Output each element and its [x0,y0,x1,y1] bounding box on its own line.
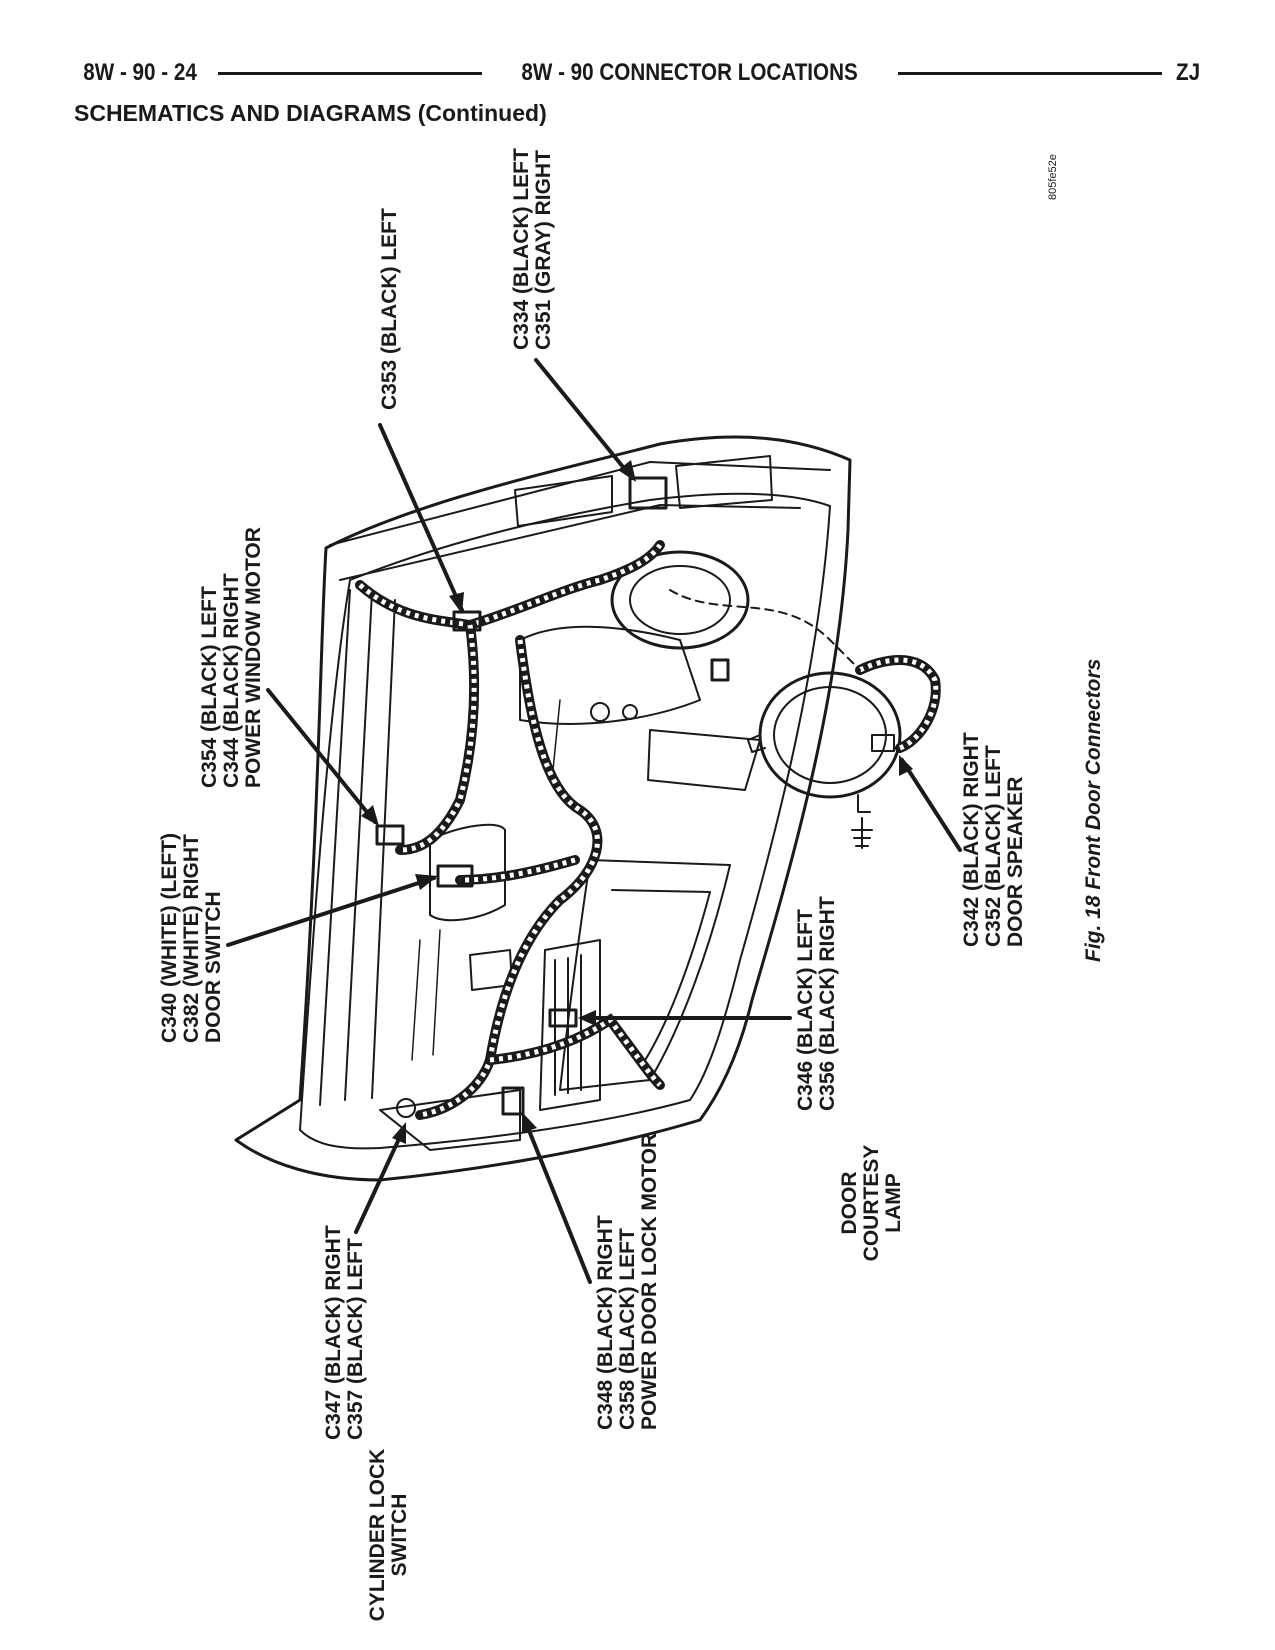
callout-c348-line1: C348 (BLACK) RIGHT [594,1215,617,1430]
panel-hatch [411,699,561,1061]
section-title: SCHEMATICS AND DIAGRAMS (Continued) [74,100,547,126]
speaker-opening-inner [629,565,731,635]
upper-trim-box-right [675,455,773,509]
lower-bracket [379,1089,521,1151]
callout-c348-line3: POWER DOOR LOCK MOTOR [638,1133,661,1430]
map-pocket-inner [611,889,711,1066]
leader-c340 [226,876,436,947]
panel-stamping-upper [519,625,701,725]
harness-lower-branch [485,1013,665,1090]
harness-to-lower-left [395,620,480,855]
speaker-cone [773,686,887,784]
callout-c346-line3: DOOR [838,1172,861,1235]
figure-caption-text: Fig. 18 Front Door Connectors [1082,659,1105,962]
callout-c354-line3: POWER WINDOW MOTOR [242,527,265,788]
panel-stamping-lower [647,729,761,791]
arrowhead-c354 [361,805,379,826]
callout-c353-line1: C353 (BLACK) LEFT [378,208,401,410]
door-edge-rail [319,589,396,1106]
callout-c346: C346 (BLACK) LEFT C356 (BLACK) RIGHT DOO… [794,896,905,1261]
connector-c354 [375,824,405,846]
speaker-opening [610,550,750,650]
connector-c353 [452,610,482,632]
arrowhead-c346 [578,1010,596,1026]
callout-c354-line2: C344 (BLACK) RIGHT [220,573,243,788]
armrest-pocket [429,823,506,922]
leader-c353 [378,423,464,612]
header-page-number: 8W - 90 - 24 [83,59,197,86]
callout-c346-line5: LAMP [882,1173,905,1233]
figure-caption: Fig. 18 Front Door Connectors [1082,659,1105,962]
header-title: 8W - 90 CONNECTOR LOCATIONS [521,59,859,86]
callout-c334: C334 (BLACK) LEFT C351 (GRAY) RIGHT [510,148,555,350]
callout-c348: C348 (BLACK) RIGHT C358 (BLACK) LEFT POW… [594,1133,661,1430]
callout-c347-line3: CYLINDER LOCK [366,1449,389,1622]
header-rule-left [218,71,483,75]
callout-c347-line2: C357 (BLACK) LEFT [344,1238,367,1440]
arrowhead-c347 [392,1122,406,1144]
callout-c334-line1: C334 (BLACK) LEFT [510,148,533,350]
callout-c347-line4: SWITCH [388,1494,411,1577]
door-inner-panel [299,492,831,1150]
leader-c334 [534,358,634,480]
callout-c342: C342 (BLACK) RIGHT C352 (BLACK) LEFT DOO… [960,732,1027,947]
wire-harness [355,476,941,1120]
harness-hidden-run [669,589,861,671]
latch-module [539,939,601,1111]
callout-c334-line2: C351 (GRAY) RIGHT [532,150,555,350]
cylinder-lock [396,1098,416,1118]
callout-c342-line1: C342 (BLACK) RIGHT [960,732,983,947]
speaker-screw [851,817,873,849]
harness-center-run [415,635,603,1120]
callout-c347-line1: C347 (BLACK) RIGHT [322,1225,345,1440]
callout-c346-line2: C356 (BLACK) RIGHT [816,896,839,1111]
callout-c342-line3: DOOR SPEAKER [1004,777,1027,947]
arrowhead-c342 [899,755,913,776]
callout-c340-line1: C340 (WHITE) (LEFT) [158,833,181,1043]
callout-c340-line3: DOOR SWITCH [202,891,225,1043]
connector-speaker-lead [710,658,730,682]
image-code: 805fe52e [1047,154,1059,200]
door-outer-shell [234,435,852,1182]
fastener-2 [622,704,638,720]
callout-c342-line2: C352 (BLACK) LEFT [982,745,1005,947]
callout-c346-line1: C346 (BLACK) LEFT [794,909,817,1111]
connector-c346 [548,1008,578,1028]
header-model-code: ZJ [1175,59,1201,86]
callout-c348-line2: C358 (BLACK) LEFT [616,1228,639,1430]
leader-c342 [900,758,962,852]
arrowhead-c353 [449,592,464,614]
door-illustration [234,435,852,1182]
arrowhead-c340 [415,874,438,890]
speaker-connector [871,734,895,752]
callout-c340: C340 (WHITE) (LEFT) C382 (WHITE) RIGHT D… [158,833,225,1043]
upper-trim-box-left [514,475,613,527]
leader-c354 [266,688,377,824]
callout-c354-line1: C354 (BLACK) LEFT [198,586,221,788]
callout-c346-line4: COURTESY [860,1145,883,1262]
page-header: 8W - 90 - 24 8W - 90 CONNECTOR LOCATIONS… [74,58,1202,88]
header-rule-right [897,71,1162,75]
callout-c354: C354 (BLACK) LEFT C344 (BLACK) RIGHT POW… [198,527,265,788]
image-code-text: 805fe52e [1047,154,1059,200]
speaker-mount-tabs [747,734,871,813]
arrowhead-c348 [522,1112,537,1133]
leader-c347 [354,1126,406,1234]
callout-c353: C353 (BLACK) LEFT [378,208,401,410]
fastener-1 [590,702,610,722]
callout-c340-line2: C382 (WHITE) RIGHT [180,834,203,1043]
map-pocket [559,859,731,1091]
leader-c348 [522,1116,592,1284]
door-speaker [747,671,902,849]
arrowhead-c334 [618,460,636,482]
callout-c347: C347 (BLACK) RIGHT C357 (BLACK) LEFT CYL… [322,1225,411,1621]
connector-c334 [628,476,668,510]
leader-lines [226,358,962,1284]
connector-c348 [501,1086,525,1116]
